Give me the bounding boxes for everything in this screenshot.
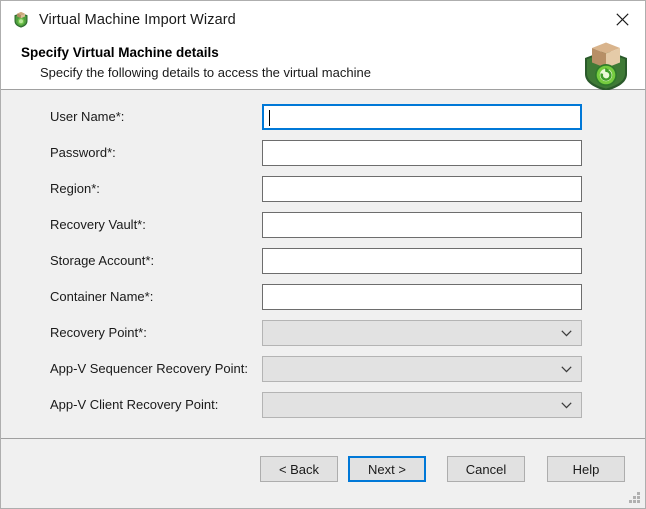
window-title: Virtual Machine Import Wizard <box>39 11 236 28</box>
text-input-5[interactable] <box>262 284 582 310</box>
field-label: Container Name*: <box>50 289 154 304</box>
back-button[interactable]: < Back <box>260 456 338 482</box>
close-icon[interactable] <box>599 1 645 38</box>
chevron-down-icon <box>561 321 572 345</box>
text-input-1[interactable] <box>262 140 582 166</box>
form-row: Password*: <box>1 140 645 166</box>
combo-7 <box>262 356 582 382</box>
wizard-header: Specify Virtual Machine details Specify … <box>1 38 645 92</box>
form-body: User Name*: Password*: Region*: Recovery Va… <box>1 90 645 438</box>
form-row: App-V Client Recovery Point: <box>1 392 645 418</box>
text-input-0[interactable] <box>262 104 582 130</box>
field-label: App-V Sequencer Recovery Point: <box>50 361 248 376</box>
resize-grip-icon[interactable] <box>628 491 641 504</box>
cancel-button[interactable]: Cancel <box>447 456 525 482</box>
form-row: Recovery Vault*: <box>1 212 645 238</box>
field-label: App-V Client Recovery Point: <box>50 397 219 412</box>
form-row: User Name*: <box>1 104 645 130</box>
text-caret <box>269 110 270 126</box>
field-label: User Name*: <box>50 109 125 124</box>
chevron-down-icon <box>561 357 572 381</box>
title-bar: Virtual Machine Import Wizard <box>1 1 645 38</box>
field-label: Recovery Vault*: <box>50 217 146 232</box>
footer-button-bar: < Back Next > Cancel Help <box>1 438 645 508</box>
text-input-4[interactable] <box>262 248 582 274</box>
field-label: Password*: <box>50 145 116 160</box>
field-label: Storage Account*: <box>50 253 155 268</box>
text-input-2[interactable] <box>262 176 582 202</box>
box-shield-icon <box>12 11 30 29</box>
form-row: Storage Account*: <box>1 248 645 274</box>
box-sync-shield-icon <box>580 42 632 92</box>
page-subtitle: Specify the following details to access … <box>40 65 371 80</box>
combo-6 <box>262 320 582 346</box>
chevron-down-icon <box>561 393 572 417</box>
form-row: Container Name*: <box>1 284 645 310</box>
next-button[interactable]: Next > <box>348 456 426 482</box>
help-button[interactable]: Help <box>547 456 625 482</box>
page-title: Specify Virtual Machine details <box>21 45 219 60</box>
form-row: Recovery Point*: <box>1 320 645 346</box>
field-label: Region*: <box>50 181 100 196</box>
text-input-3[interactable] <box>262 212 582 238</box>
combo-8 <box>262 392 582 418</box>
field-label: Recovery Point*: <box>50 325 147 340</box>
form-row: Region*: <box>1 176 645 202</box>
form-row: App-V Sequencer Recovery Point: <box>1 356 645 382</box>
